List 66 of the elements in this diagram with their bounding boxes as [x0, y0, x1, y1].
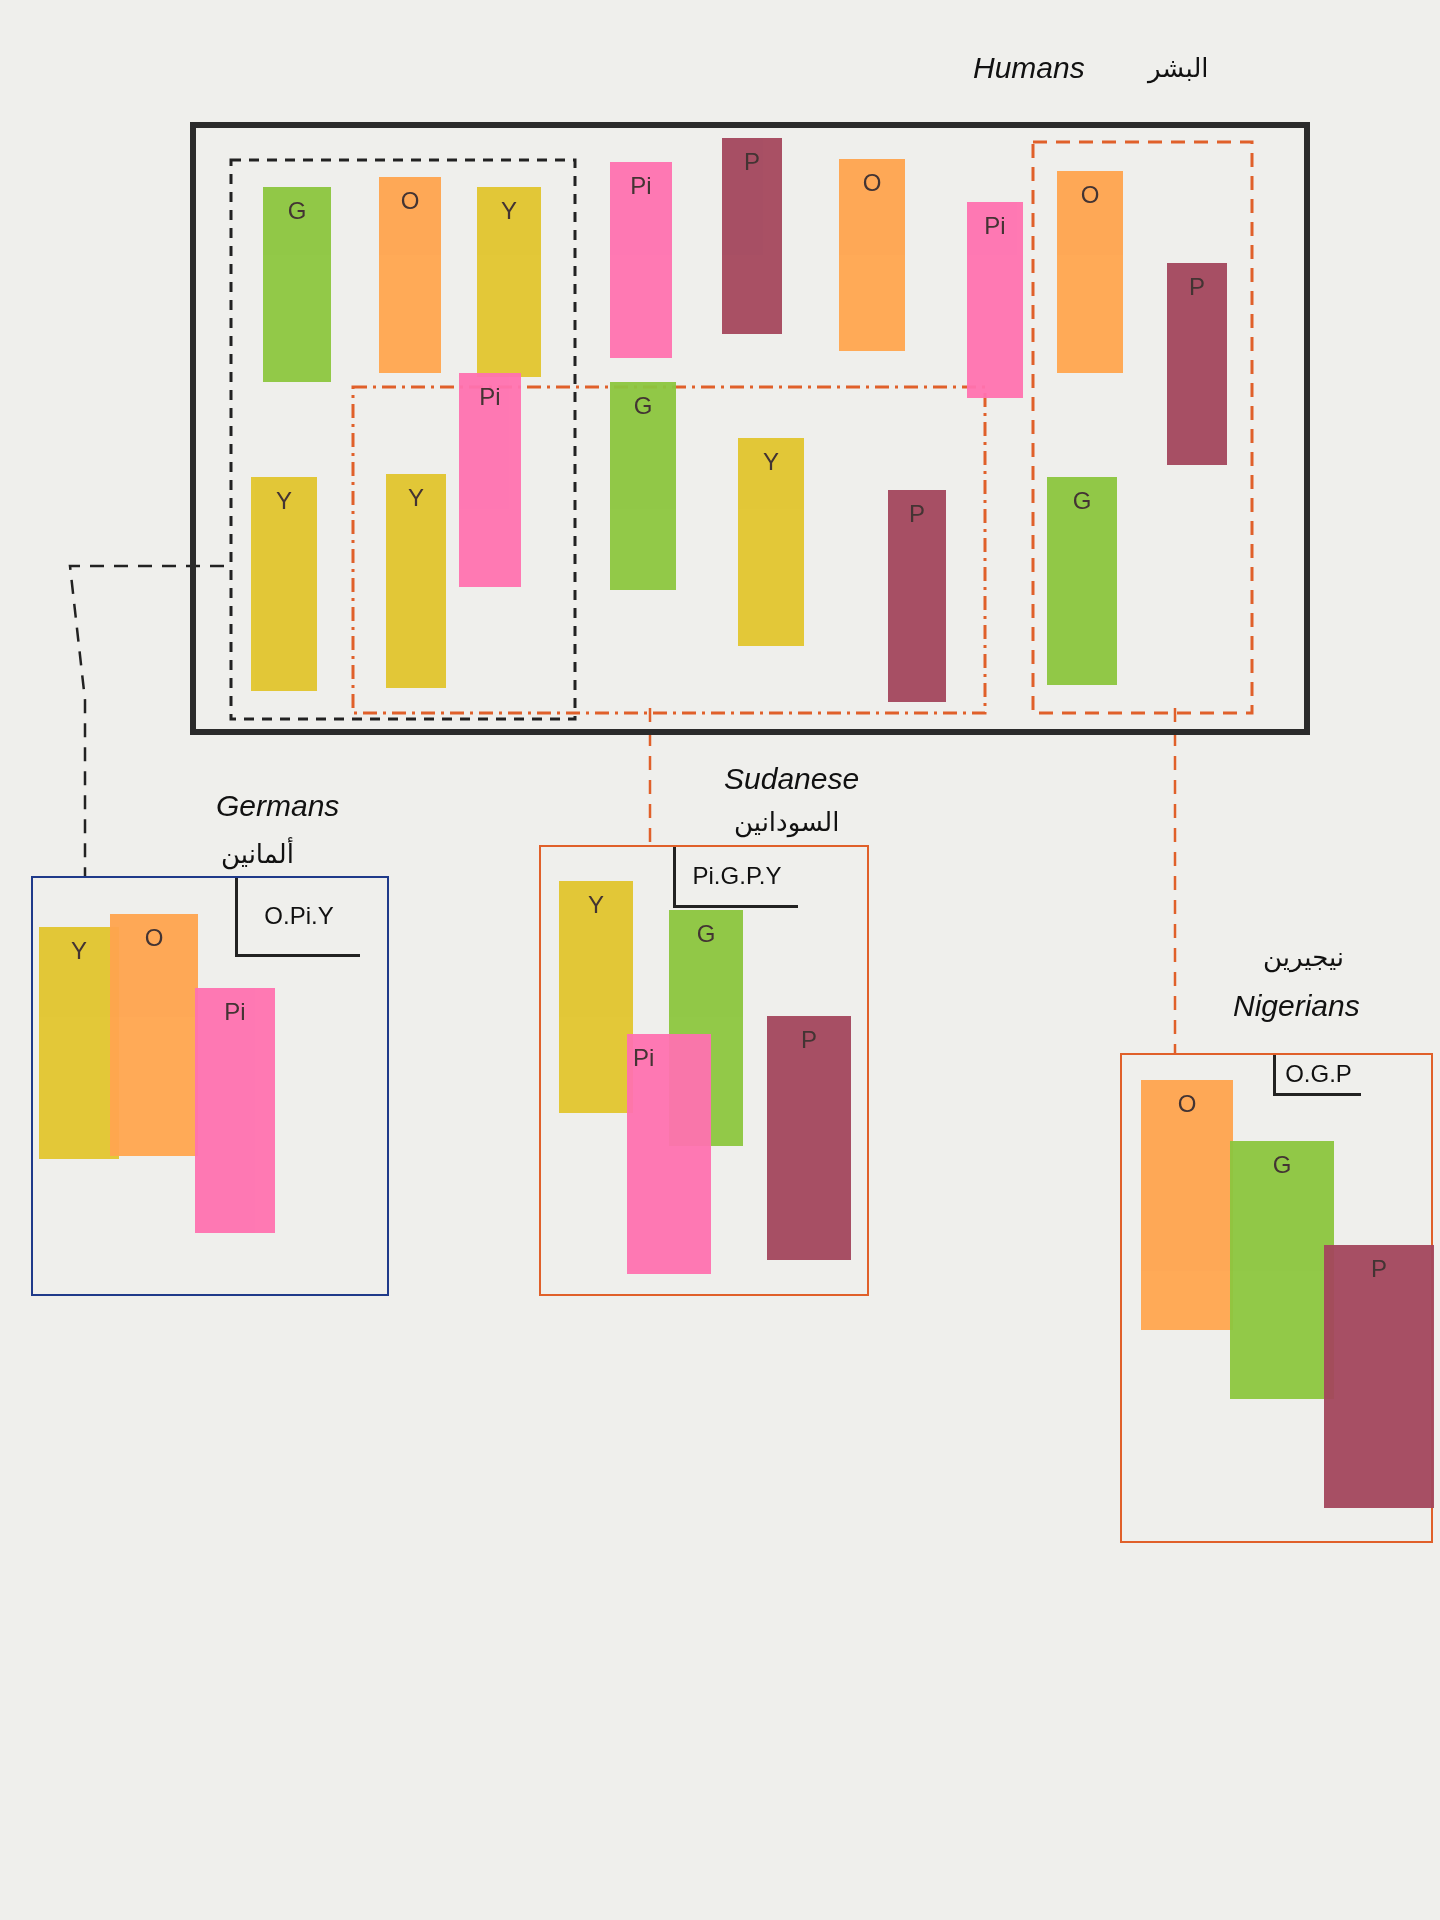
note-letter: O [144, 924, 164, 952]
sticky-note [1167, 263, 1227, 465]
note-letter: P [744, 148, 760, 176]
note-letter: P [909, 500, 925, 528]
sticky-note [1230, 1141, 1334, 1399]
note-letter: O [1080, 181, 1100, 209]
note-letter: Y [501, 197, 517, 225]
sticky-note [379, 177, 441, 373]
note-letter: Pi [630, 172, 652, 200]
heading: Nigerians [1233, 988, 1360, 1024]
sticky-note [967, 202, 1023, 398]
note-letter: Pi [479, 383, 501, 411]
heading: Humans [973, 50, 1085, 86]
sticky-note [722, 138, 782, 334]
note-letter: G [696, 920, 716, 948]
sticky-note [1324, 1245, 1434, 1508]
dashed-group-outline [230, 159, 576, 720]
sticky-note [839, 159, 905, 351]
arabic-heading: السودانين [734, 806, 840, 840]
code-label: O.Pi.Y [235, 878, 360, 957]
note-letter: Y [276, 487, 292, 515]
sticky-note [477, 187, 541, 377]
sticky-note [559, 881, 633, 1113]
sticky-note [263, 187, 331, 382]
dashed-connector [1173, 708, 1177, 1053]
arabic-heading: البشر [1148, 52, 1209, 86]
arabic-heading: نيجيرين [1263, 941, 1345, 975]
sticky-note [195, 988, 275, 1233]
note-letter: O [862, 169, 882, 197]
note-letter: Pi [633, 1044, 655, 1072]
note-letter: G [287, 197, 307, 225]
sticky-note [251, 477, 317, 691]
note-letter: Pi [224, 998, 246, 1026]
code-label: Pi.G.P.Y [673, 847, 798, 908]
note-letter: P [1189, 273, 1205, 301]
note-letter: G [1272, 1151, 1292, 1179]
code-label: O.G.P [1273, 1055, 1361, 1096]
sticky-note [610, 382, 676, 590]
dashed-group-outline [1032, 141, 1253, 714]
note-letter: Y [763, 448, 779, 476]
note-letter: O [400, 187, 420, 215]
dashed-connector [68, 564, 224, 876]
sticky-note [110, 914, 198, 1156]
sticky-note [767, 1016, 851, 1260]
note-letter: G [1072, 487, 1092, 515]
heading: Germans [216, 788, 340, 824]
note-letter: P [1371, 1255, 1387, 1283]
sticky-note [386, 474, 446, 688]
sticky-note [1047, 477, 1117, 685]
sticky-note [39, 927, 119, 1159]
sticky-note [1057, 171, 1123, 373]
note-letter: Pi [984, 212, 1006, 240]
sticky-note [627, 1034, 711, 1274]
note-letter: P [801, 1026, 817, 1054]
dashed-connector [648, 708, 652, 845]
sticky-note [1141, 1080, 1233, 1330]
note-letter: G [633, 392, 653, 420]
note-letter: Y [71, 937, 87, 965]
note-letter: Y [408, 484, 424, 512]
sticky-note [610, 162, 672, 358]
heading: Sudanese [724, 761, 860, 797]
arabic-heading: ألمانين [221, 836, 294, 872]
note-letter: O [1177, 1090, 1197, 1118]
sticky-note [888, 490, 946, 702]
note-letter: Y [588, 891, 604, 919]
sticky-note [738, 438, 804, 646]
